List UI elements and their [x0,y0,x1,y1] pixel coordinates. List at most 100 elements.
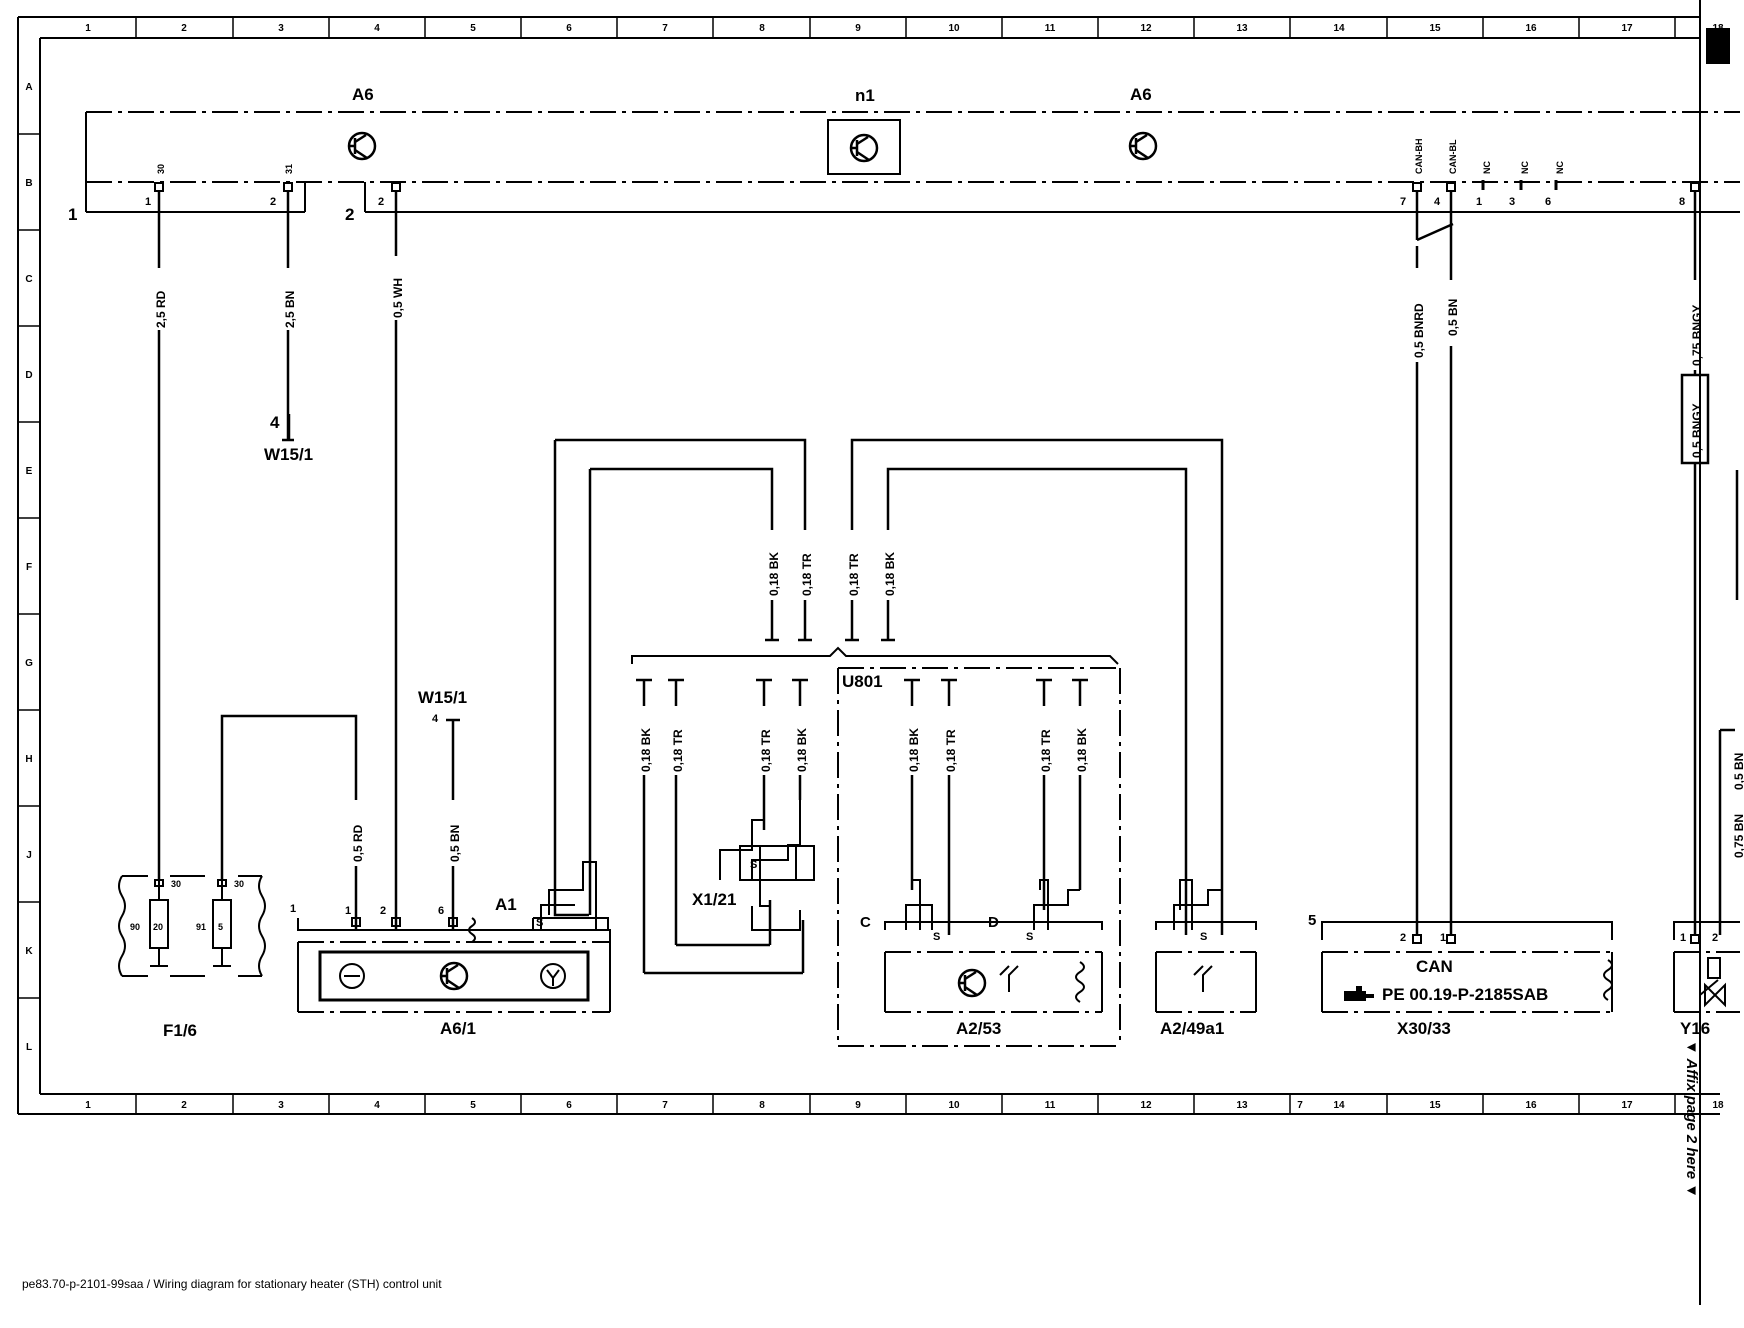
pin-number: 1 [345,905,351,917]
row-label: E [26,466,33,477]
component-label-n1: n1 [855,86,875,105]
nc-pins [1481,180,1558,190]
a6-pins [154,182,1700,192]
col-label-top: 1 [85,23,91,34]
fuse-label: 30 [171,879,181,889]
pin-number: 7 [1400,196,1406,208]
pin-number: 2 [270,196,276,208]
col-label-bottom: 15 [1429,1100,1441,1111]
component-label-a1: A1 [495,895,517,914]
col-label-bottom: 9 [855,1100,861,1111]
component-label-a2-53: A2/53 [956,1019,1001,1038]
component-label-a6-1: A6/1 [440,1019,476,1038]
row-label: F [26,562,32,573]
fuse-label: 91 [196,922,206,932]
wire-label: 0,18 TR [759,729,773,772]
affix-text: Affix page 2 here [1683,1058,1700,1180]
pin-number: 1 [1476,196,1482,208]
n1-box [827,119,901,175]
col-label-top: 3 [278,23,284,34]
x1-21-connector [739,845,815,881]
col-label-top: 4 [374,23,380,34]
pin-labels: 30 31 CAN-BH CAN-BL NC NC NC [156,139,1565,175]
affix-arrow-icon: ▼ [1683,1179,1700,1199]
wire-label: 0,18 TR [944,729,958,772]
component-label-x30-33: X30/33 [1397,1019,1451,1038]
wire-label: 0,75 BNGY [1690,305,1704,366]
wire-label: 0,5 BNGY [1690,403,1704,458]
component-label-x1-21: X1/21 [692,890,736,909]
footer-caption: pe83.70-p-2101-99saa / Wiring diagram fo… [22,1277,442,1291]
col-label-bottom: 6 [566,1100,572,1111]
pin-number: 2 [378,196,384,208]
component-label-w15-1: W15/1 [418,688,467,707]
wire-label: 2,5 BN [283,291,297,328]
component-label-y16: Y16 [1680,1019,1710,1038]
col-label-top: 15 [1429,23,1441,34]
wire-label: 0,18 TR [847,553,861,596]
col-label-top: 5 [470,23,476,34]
fuse-label: 5 [218,922,223,932]
pin-number: 4 [1434,196,1441,208]
component-label-a6: A6 [1130,85,1152,104]
column-dividers-top [135,17,1676,38]
pin-label-31: 31 [284,164,294,174]
wire-label: 0,18 TR [671,729,685,772]
transistor-icon [957,968,987,998]
fuse-label: 30 [234,879,244,889]
pe-reference: PE 00.19-P-2185SAB [1382,985,1548,1004]
pin-label-30: 30 [156,164,166,174]
col-label-bottom: 4 [374,1100,380,1111]
pin-label-nc: NC [1482,161,1492,174]
col-label-top: 13 [1236,23,1248,34]
a2-53-module [884,921,1103,1013]
wire-label: 0,5 RD [351,824,365,862]
connector-label: D [988,914,999,931]
row-label: B [25,178,32,189]
pin-number: 3 [1509,196,1515,208]
col-label-bottom: 1 [85,1100,91,1111]
col-label-bottom: 5 [470,1100,476,1111]
component-label-a6: A6 [352,85,374,104]
pin-label-s: S [536,917,543,929]
pin-numbers: 1 2 2 7 4 1 3 6 8 [145,196,1685,208]
pin-number: 4 [270,413,280,432]
col-label-top: 7 [662,23,668,34]
wire-label: 0,18 TR [800,553,814,596]
a6-1-pin-numbers: 1 2 6 [345,905,444,917]
col-label-bottom: 11 [1045,1100,1056,1111]
col-label-top: 9 [855,23,861,34]
col-label-bottom: 10 [948,1100,960,1111]
can-label: CAN [1416,957,1453,976]
transistor-icon [849,133,879,163]
component-label-a2-49a1: A2/49a1 [1160,1019,1224,1038]
pin-label-nc: NC [1520,161,1530,174]
sensor-icon [339,963,365,989]
wire-label: 0,5 WH [391,278,405,318]
a6-1-module [297,917,611,1013]
row-label: A [25,82,32,93]
fuse-label: 20 [153,922,163,932]
row-label: L [26,1042,32,1053]
col-label-bottom: 18 [1712,1100,1724,1111]
f1-6-fuse-block [118,875,266,977]
col-label-bottom: 16 [1525,1100,1537,1111]
reference-hand-icon [1344,986,1374,1001]
connector-label: C [860,914,871,931]
a6-heater-unit [85,111,1740,213]
pin-number: 2 [1712,932,1718,944]
fuse-labels: 90 20 30 91 5 30 [130,879,244,932]
wire-label: 0,18 TR [1039,729,1053,772]
col-label-top: 12 [1140,23,1152,34]
col-label-bottom: 8 [759,1100,765,1111]
row-label: K [25,946,33,957]
wire-label: 0,18 BK [907,728,921,772]
col-label-top: 2 [181,23,187,34]
wire-label: 0,18 BK [767,552,781,596]
pin-number: 1 [145,196,151,208]
wire-label: 0,18 BK [795,728,809,772]
transistor-icon [439,961,469,991]
col-label-bottom: 2 [181,1100,187,1111]
column-dividers-bottom [135,1094,1676,1114]
